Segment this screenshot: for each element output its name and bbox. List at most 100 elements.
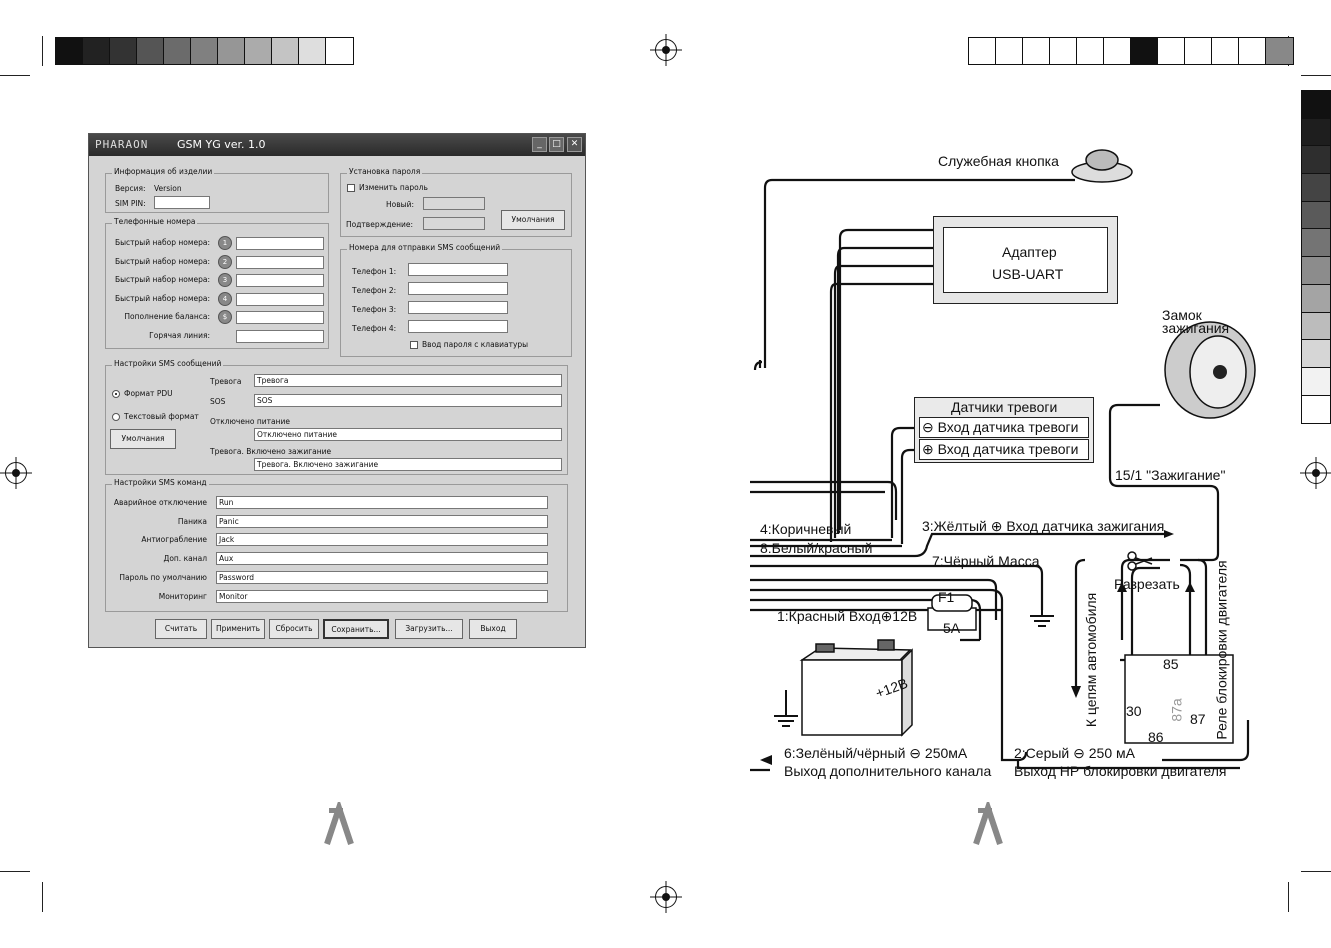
gray-swatch — [1266, 38, 1293, 64]
wiring-diagram — [750, 149, 1256, 772]
speed-dial-icon: 3 — [218, 273, 232, 287]
phone1-input[interactable] — [408, 263, 508, 276]
service-button-label: Служебная кнопка — [938, 153, 1059, 169]
relay-pin-87: 87 — [1190, 711, 1206, 727]
gray-swatch — [245, 38, 272, 64]
pdu-format-radio[interactable] — [112, 390, 120, 398]
power-off-input[interactable]: Отключено питание — [254, 428, 562, 441]
group-title: Настройки SMS команд — [112, 478, 209, 487]
speed-dial-icon: 1 — [218, 236, 232, 250]
minimize-button[interactable]: _ — [532, 137, 547, 152]
phone-input[interactable] — [236, 237, 324, 250]
page-logo-icon — [324, 802, 354, 845]
gray-swatch — [272, 38, 299, 64]
password-defaults-button[interactable]: Умолчания — [501, 210, 565, 230]
command-input[interactable]: Password — [216, 570, 548, 584]
gray-swatch — [299, 38, 326, 64]
phone-input[interactable] — [236, 311, 324, 324]
group-title: Установка пароля — [347, 167, 423, 176]
phone4-label: Телефон 4: — [352, 324, 397, 333]
pharaon-logo: PHARAON — [95, 138, 149, 151]
ignition-lock-label-line1: Замок — [1162, 307, 1202, 323]
speed-dial-icon: 4 — [218, 291, 232, 306]
crop-mark — [1301, 75, 1331, 76]
registration-mark-icon — [655, 886, 677, 908]
maximize-button[interactable]: □ — [549, 137, 564, 152]
gray-swatch — [1302, 174, 1330, 202]
adapter-label-line2: USB-UART — [992, 266, 1064, 282]
gray-swatch — [1302, 284, 1330, 313]
gray-swatch — [1302, 395, 1330, 424]
version-label: Версия: — [115, 184, 146, 193]
vertical-gray-scale-strip — [1301, 90, 1331, 425]
phone-label: Быстрый набор номера: — [114, 275, 210, 284]
alarm-input[interactable]: Тревога — [254, 374, 562, 387]
phone3-input[interactable] — [408, 301, 508, 314]
sms-defaults-button[interactable]: Умолчания — [110, 429, 176, 449]
bottom-button[interactable]: Считать — [155, 619, 207, 639]
bottom-button[interactable]: Загрузить... — [395, 619, 463, 639]
wire7-label: 7:Чёрный Масса — [932, 553, 1040, 569]
relay-pin-85: 85 — [1163, 656, 1179, 672]
close-button[interactable]: ✕ — [567, 137, 582, 152]
gray-swatch — [1302, 91, 1330, 119]
keyboard-password-checkbox[interactable] — [410, 341, 418, 349]
bottom-button[interactable]: Применить — [211, 619, 265, 639]
phone-input[interactable] — [236, 292, 324, 306]
phone4-input[interactable] — [408, 320, 508, 333]
keyboard-password-label: Ввод пароля с клавиатуры — [422, 340, 529, 349]
crop-mark — [0, 871, 30, 872]
relay-pin-86: 86 — [1148, 729, 1164, 745]
change-password-checkbox[interactable] — [347, 184, 355, 192]
ignition-alarm-input[interactable]: Тревога. Включено зажигание — [254, 458, 562, 471]
gray-swatch — [1023, 38, 1050, 64]
gray-swatch — [1212, 38, 1239, 64]
bottom-button[interactable]: Выход — [469, 619, 517, 639]
phone-input[interactable] — [236, 329, 324, 343]
command-label: Паника — [177, 516, 207, 526]
gray-swatch — [137, 38, 164, 64]
command-input[interactable]: Run — [216, 496, 548, 509]
gray-swatch — [1239, 38, 1266, 64]
phone3-label: Телефон 3: — [352, 305, 397, 314]
cut-label: Разрезать — [1114, 576, 1180, 592]
confirm-password-input[interactable] — [423, 217, 485, 230]
crop-mark — [42, 882, 43, 912]
sos-input[interactable]: SOS — [254, 394, 562, 407]
usb-uart-adapter — [933, 216, 1118, 304]
command-input[interactable]: Monitor — [216, 589, 548, 603]
text-format-radio[interactable] — [112, 413, 120, 421]
group-title: Телефонные номера — [112, 217, 198, 226]
gray-swatch — [1302, 312, 1330, 341]
relay-block-label: Реле блокировки двигателя — [1213, 560, 1230, 740]
command-input[interactable]: Aux — [216, 552, 548, 566]
command-label: Антиограбление — [141, 535, 207, 545]
command-label: Аварийное отключение — [113, 498, 207, 507]
bottom-button[interactable]: Сохранить... — [323, 619, 389, 639]
wire6-label: 6:Зелёный/чёрный ⊖ 250мА — [784, 745, 968, 761]
command-label: Мониторинг — [158, 591, 207, 601]
ignition-alarm-label: Тревога. Включено зажигание — [210, 447, 332, 456]
crop-mark — [1288, 882, 1289, 912]
wire2-label: 2:Серый ⊖ 250 мА — [1014, 745, 1135, 761]
crop-mark — [42, 36, 43, 66]
sim-pin-input[interactable] — [154, 196, 210, 209]
gray-scale-strip — [968, 37, 1294, 65]
sms-settings-group: Настройки SMS сообщений Формат PDU Текст… — [105, 359, 568, 475]
gray-swatch — [1131, 38, 1158, 64]
gray-swatch — [1302, 201, 1330, 230]
new-password-input[interactable] — [423, 197, 485, 210]
sms-commands-group: Настройки SMS команд Аварийное отключени… — [105, 478, 568, 612]
relay-pin-87a: 87a — [1168, 698, 1185, 722]
registration-mark-icon — [5, 462, 27, 484]
phone2-input[interactable] — [408, 282, 508, 295]
command-input[interactable]: Panic — [216, 514, 548, 528]
bottom-button[interactable]: Сбросить — [269, 619, 319, 639]
speed-dial-icon: $ — [218, 310, 232, 324]
command-input[interactable]: Jack — [216, 533, 548, 547]
confirm-password-label: Подтверждение: — [346, 220, 414, 229]
phone-input[interactable] — [236, 255, 324, 269]
ignition-lock-label-line2: зажигания — [1162, 320, 1230, 336]
gray-swatch — [969, 38, 996, 64]
phone-input[interactable] — [236, 274, 324, 287]
